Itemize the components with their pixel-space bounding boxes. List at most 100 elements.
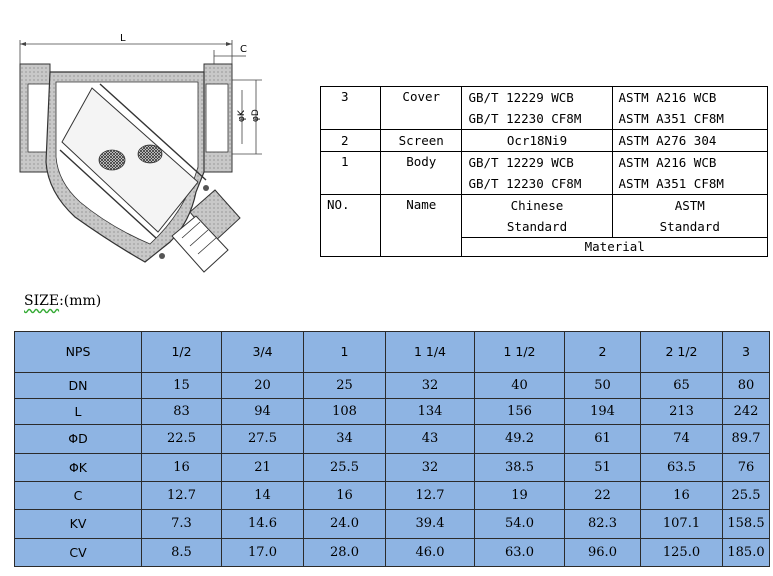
dimension-D-label: φD — [251, 109, 261, 122]
table-cell: 63.5 — [640, 452, 723, 482]
table-cell: 43 — [385, 424, 475, 454]
table-cell: 125.0 — [640, 537, 723, 568]
table-cell: 22 — [564, 480, 641, 511]
chinese-standard: GB/T 12229 WCB GB/T 12230 CF8M — [461, 151, 613, 195]
table-cell: 34 — [303, 424, 386, 454]
row-label: ΦK — [14, 452, 142, 482]
part-name: Screen — [380, 129, 463, 152]
table-cell: 51 — [564, 452, 641, 482]
dimension-L-label: L — [120, 33, 126, 44]
table-cell: 49.2 — [474, 424, 565, 454]
table-cell: 12.7 — [385, 480, 475, 511]
dimension-L: L — [19, 33, 233, 64]
table-cell: 80 — [722, 371, 770, 399]
chinese-standard-line: GB/T 12229 WCB — [468, 155, 574, 170]
table-cell: 15 — [141, 371, 222, 399]
table-cell: 1 1/2 — [474, 331, 565, 373]
table-cell: 76 — [722, 452, 770, 482]
table-cell: 3/4 — [221, 331, 304, 373]
table-cell: 27.5 — [221, 424, 304, 454]
chinese-standard-line: GB/T 12230 CF8M — [468, 111, 582, 126]
row-label: NPS — [14, 331, 142, 373]
table-cell: 1 — [303, 331, 386, 373]
header-line: Chinese — [510, 198, 564, 213]
table-cell: 2 1/2 — [640, 331, 723, 373]
table-header-row: NO. Name Chinese Standard ASTM Standard — [319, 194, 769, 257]
table-cell: 7.3 — [141, 509, 222, 539]
size-label-suffix: :(mm) — [59, 293, 102, 309]
header-no: NO. — [319, 194, 382, 257]
table-cell: 107.1 — [640, 509, 723, 539]
row-label: L — [14, 397, 142, 426]
row-label: KV — [14, 509, 142, 539]
table-cell: 16 — [640, 480, 723, 511]
astm-standard-line: ASTM A351 CF8M — [618, 176, 724, 191]
table-cell: 20 — [221, 371, 304, 399]
table-cell: 25.5 — [303, 452, 386, 482]
header-material: Material — [461, 237, 768, 257]
table-cell: 32 — [385, 371, 475, 399]
table-cell: 14.6 — [221, 509, 304, 539]
table-cell: 28.0 — [303, 537, 386, 568]
table-cell: 40 — [474, 371, 565, 399]
dimension-C-label: C — [240, 44, 247, 55]
chinese-standard-line: GB/T 12229 WCB — [468, 90, 574, 105]
table-header-row: Material — [321, 237, 768, 257]
astm-standard-line: ASTM A216 WCB — [618, 90, 717, 105]
row-label: ΦD — [14, 424, 142, 454]
table-cell: 61 — [564, 424, 641, 454]
table-cell: 25.5 — [722, 480, 770, 511]
header-name: Name — [380, 194, 463, 257]
table-cell: 38.5 — [474, 452, 565, 482]
table-cell: 82.3 — [564, 509, 641, 539]
header-line: ASTM — [674, 198, 705, 213]
header-chinese-standard: Chinese Standard — [461, 194, 613, 238]
header-astm-standard: ASTM Standard — [611, 194, 769, 238]
y-strainer-drawing: L C φK φD — [19, 33, 262, 273]
table-cell: 83 — [141, 397, 222, 426]
table-cell: 185.0 — [722, 537, 770, 568]
part-name: Body — [380, 151, 463, 195]
part-no: 2 — [319, 129, 382, 152]
table-cell: 17.0 — [221, 537, 304, 568]
astm-standard-line: ASTM A216 WCB — [618, 155, 717, 170]
table-cell: 63.0 — [474, 537, 565, 568]
table-cell: 8.5 — [141, 537, 222, 568]
chinese-standard-line: GB/T 12230 CF8M — [468, 176, 582, 191]
table-cell: 156 — [474, 397, 565, 426]
table-cell: 96.0 — [564, 537, 641, 568]
table-row: 2 Screen Ocr18Ni9 ASTM A276 304 — [319, 129, 769, 152]
row-label: DN — [14, 371, 142, 399]
table-cell: 39.4 — [385, 509, 475, 539]
dimension-K-D: φK φD — [232, 79, 262, 155]
valve-body-section — [19, 63, 241, 273]
row-label: C — [14, 480, 142, 511]
table-cell: 12.7 — [141, 480, 222, 511]
table-cell: 89.7 — [722, 424, 770, 454]
material-table: 3 Cover GB/T 12229 WCB GB/T 12230 CF8M A… — [319, 86, 769, 257]
table-cell: 54.0 — [474, 509, 565, 539]
table-cell: 74 — [640, 424, 723, 454]
size-label: SIZE:(mm) — [24, 293, 101, 309]
table-cell: 3 — [722, 331, 770, 373]
table-cell: 24.0 — [303, 509, 386, 539]
table-cell: 25 — [303, 371, 386, 399]
table-cell: 213 — [640, 397, 723, 426]
row-label: CV — [14, 537, 142, 568]
table-cell: 16 — [141, 452, 222, 482]
table-cell: 94 — [221, 397, 304, 426]
table-cell: 21 — [221, 452, 304, 482]
table-cell: 158.5 — [722, 509, 770, 539]
table-cell: 22.5 — [141, 424, 222, 454]
astm-standard: ASTM A276 304 — [611, 129, 769, 152]
part-no: 3 — [319, 86, 382, 130]
table-cell: 1 1/4 — [385, 331, 475, 373]
chinese-standard: GB/T 12229 WCB GB/T 12230 CF8M — [461, 86, 613, 130]
table-cell: 108 — [303, 397, 386, 426]
